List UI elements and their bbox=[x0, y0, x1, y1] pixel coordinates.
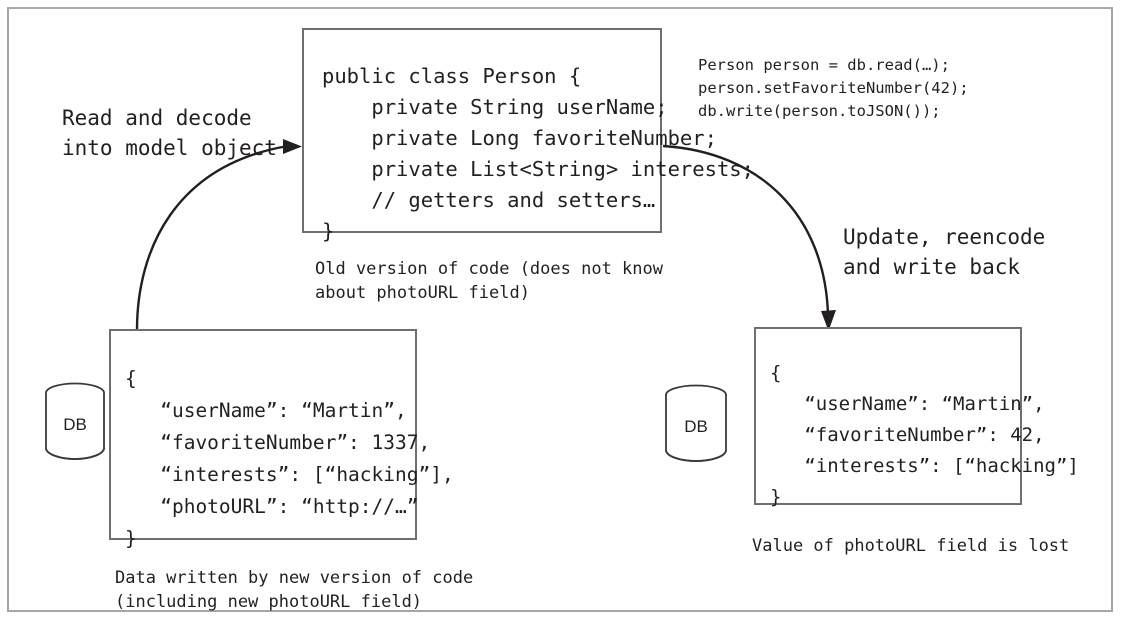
database-cylinder-icon bbox=[665, 384, 727, 462]
json-left-text: { “userName”: “Martin”, “favoriteNumber”… bbox=[125, 366, 454, 550]
database-icon-right: DB bbox=[664, 384, 728, 468]
read-and-decode-label: Read and decode into model object bbox=[62, 106, 277, 160]
model-code-text: public class Person { private String use… bbox=[322, 63, 754, 243]
database-icon-left: DB bbox=[44, 382, 106, 466]
json-left-caption: Data written by new version of code (inc… bbox=[115, 568, 474, 612]
json-box-left: { “userName”: “Martin”, “favoriteNumber”… bbox=[109, 329, 454, 550]
update-and-write-back-label: Update, reencode and write back bbox=[843, 225, 1046, 279]
json-right-text: { “userName”: “Martin”, “favoriteNumber”… bbox=[770, 362, 1079, 508]
json-right-caption: Value of photoURL field is lost bbox=[752, 536, 1070, 556]
database-cylinder-icon bbox=[45, 382, 105, 460]
usage-code-snippet: Person person = db.read(…); person.setFa… bbox=[698, 55, 969, 120]
model-code-caption: Old version of code (does not know about… bbox=[315, 259, 663, 303]
json-box-right: { “userName”: “Martin”, “favoriteNumber”… bbox=[754, 327, 1079, 508]
model-code-box: public class Person { private String use… bbox=[302, 28, 754, 243]
